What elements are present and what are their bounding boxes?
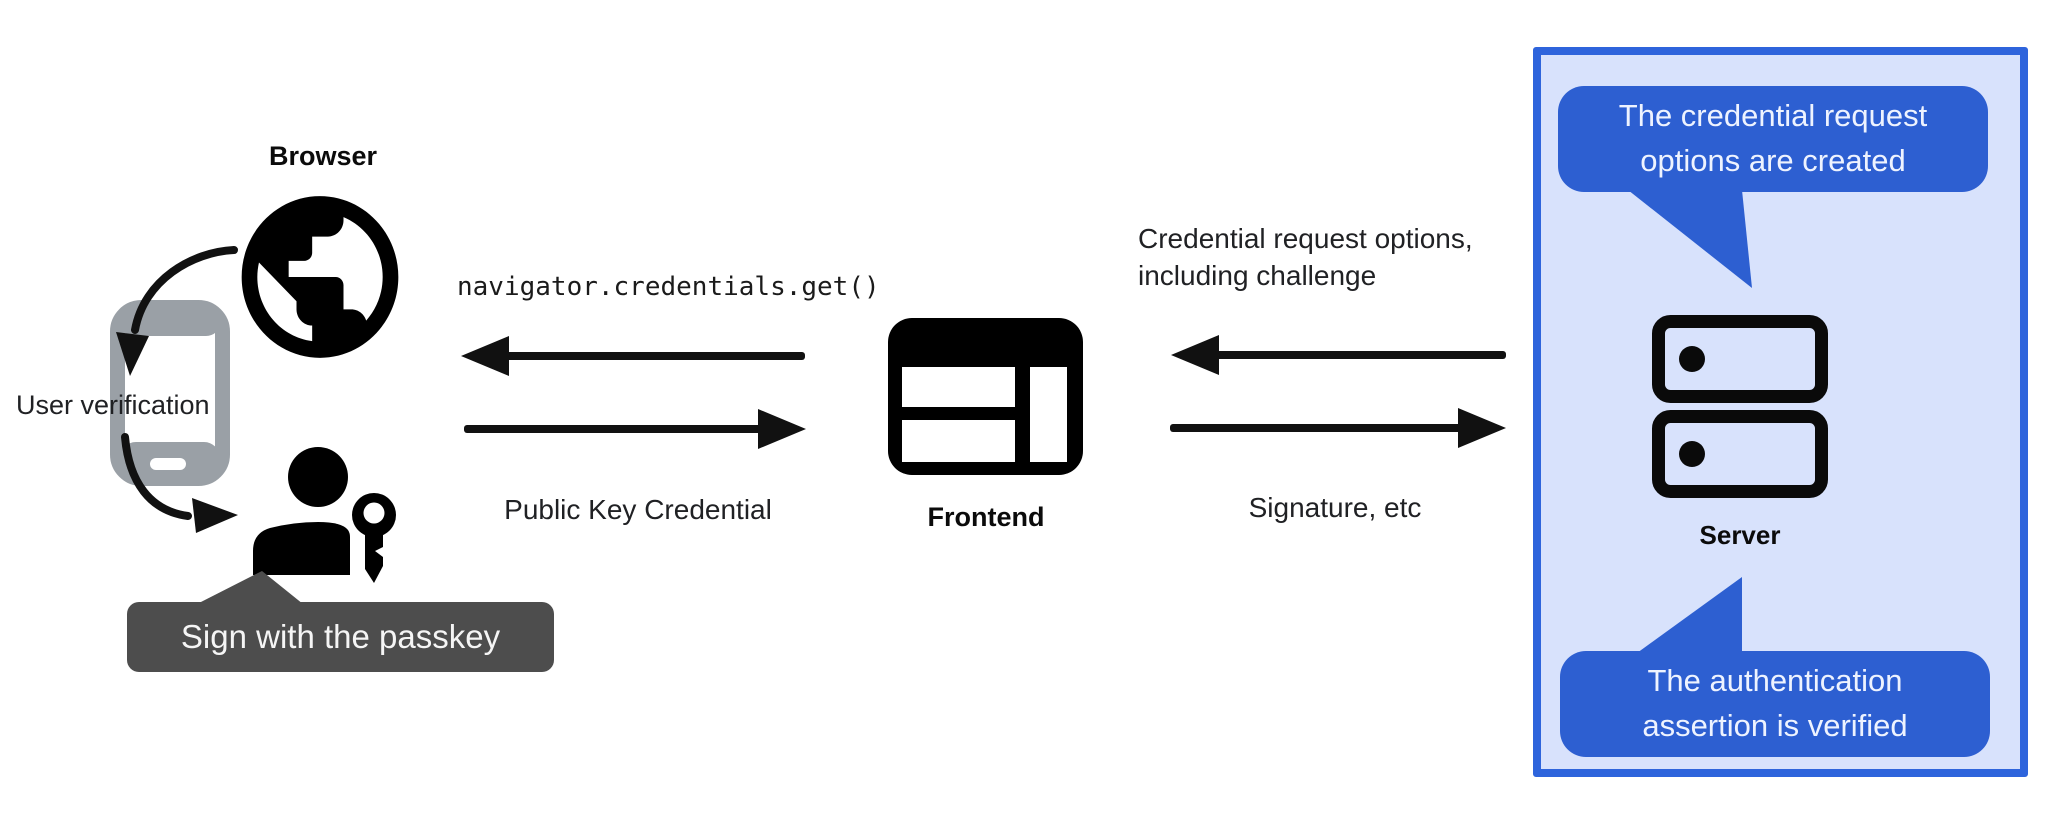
globe-browser-icon xyxy=(241,196,399,358)
user-verification-flow-arrows xyxy=(116,246,238,533)
person-passkey-icon xyxy=(253,447,396,583)
server-stack-icon xyxy=(1652,315,1828,498)
credential-request-options-line1: Credential request options, xyxy=(1138,223,1473,254)
navigator-credentials-get-code: navigator.credentials.get() xyxy=(457,272,880,302)
bubble-bottom-tail xyxy=(1637,577,1742,653)
bubble-bottom-line2: assertion is verified xyxy=(1642,708,1908,743)
smartphone-icon xyxy=(110,300,230,486)
credential-options-bubble: The credential request options are creat… xyxy=(1558,86,1988,192)
bubble-top-line1: The credential request xyxy=(1618,98,1928,133)
arrow-frontend-to-browser-line xyxy=(505,352,805,360)
bubble-bottom-line1: The authentication xyxy=(1647,663,1903,698)
server-label: Server xyxy=(1699,520,1781,550)
arrow-server-to-frontend-line xyxy=(1216,351,1506,359)
signature-etc-label: Signature, etc xyxy=(1248,492,1422,523)
bubble-top-line2: options are created xyxy=(1640,143,1906,178)
public-key-credential-label: Public Key Credential xyxy=(504,494,772,525)
browser-window-icon xyxy=(888,318,1083,475)
credential-request-options-line2: including challenge xyxy=(1138,260,1377,291)
assertion-verified-bubble: The authentication assertion is verified xyxy=(1560,651,1990,757)
user-verification-label: User verification xyxy=(16,390,210,420)
passkey-tooltip: Sign with the passkey xyxy=(127,602,554,672)
arrow-frontend-to-browser-head xyxy=(461,336,509,376)
arrow-frontend-to-server-line xyxy=(1170,424,1463,432)
tooltip-pointer xyxy=(197,571,303,604)
frontend-label: Frontend xyxy=(927,502,1045,532)
arrow-browser-to-frontend-head xyxy=(758,409,806,449)
credential-request-options-label: Credential request options, including ch… xyxy=(1138,220,1473,294)
browser-label: Browser xyxy=(268,141,378,171)
bubble-top-tail xyxy=(1628,190,1752,288)
arrow-browser-to-frontend-line xyxy=(464,425,764,433)
arrow-server-to-frontend-head xyxy=(1171,335,1219,375)
arrow-frontend-to-server-head xyxy=(1458,408,1506,448)
